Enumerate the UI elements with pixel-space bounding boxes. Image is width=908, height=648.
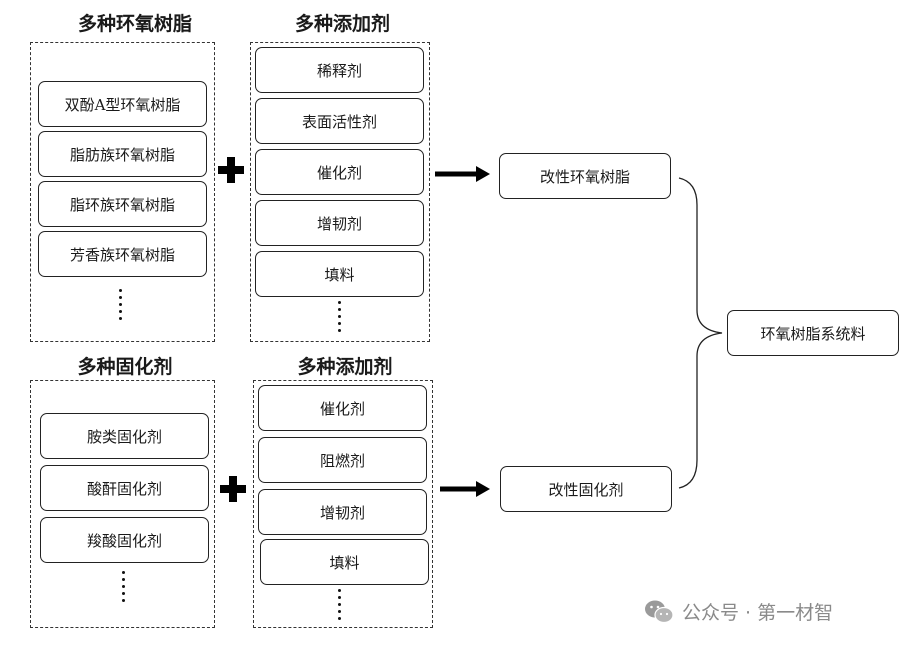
- curing-agents-title: 多种固化剂: [77, 356, 173, 378]
- curing-item-amine: 胺类固化剂: [40, 413, 209, 459]
- resin-item-aromatic: 芳香族环氧树脂: [38, 231, 207, 277]
- curing-item-anhydride: 酸酐固化剂: [40, 465, 209, 511]
- additive-top-catalyst: 催化剂: [255, 149, 424, 195]
- additive-top-filler: 填料: [255, 251, 424, 297]
- plus-icon-top: [218, 157, 244, 183]
- resins-more-dots: [119, 289, 123, 324]
- additive-top-surfactant: 表面活性剂: [255, 98, 424, 144]
- additives-bottom-more-dots: [338, 589, 342, 624]
- modified-resin-box: 改性环氧树脂: [499, 153, 671, 199]
- modified-curing-agent-box: 改性固化剂: [500, 466, 672, 512]
- curing-agents-group: 胺类固化剂 酸酐固化剂 羧酸固化剂: [30, 380, 215, 628]
- additive-bottom-flame-retardant: 阻燃剂: [258, 437, 427, 483]
- resin-item-cycloaliphatic: 脂环族环氧树脂: [38, 181, 207, 227]
- arrow-bottom: [440, 481, 490, 497]
- resin-item-aliphatic: 脂肪族环氧树脂: [38, 131, 207, 177]
- watermark-text: 公众号 · 第一材智: [682, 602, 834, 624]
- resin-item-bisphenol-a: 双酚A型环氧树脂: [38, 81, 207, 127]
- curing-more-dots: [122, 571, 126, 606]
- additive-bottom-toughener: 增韧剂: [258, 489, 427, 535]
- additives-top-group: 稀释剂 表面活性剂 催化剂 增韧剂 填料: [250, 42, 430, 342]
- resins-title: 多种环氧树脂: [77, 13, 192, 35]
- curing-item-carboxylic-acid: 羧酸固化剂: [40, 517, 209, 563]
- resins-group: 双酚A型环氧树脂 脂肪族环氧树脂 脂环族环氧树脂 芳香族环氧树脂: [30, 42, 215, 342]
- epoxy-system-box: 环氧树脂系统料: [727, 310, 899, 356]
- additive-top-toughener: 增韧剂: [255, 200, 424, 246]
- additives-top-title: 多种添加剂: [294, 13, 390, 35]
- additives-bottom-group: 催化剂 阻燃剂 增韧剂 填料: [253, 380, 433, 628]
- plus-icon-bottom: [220, 476, 246, 502]
- merge-brace: [678, 177, 723, 489]
- additives-bottom-title: 多种添加剂: [297, 356, 393, 378]
- additives-top-more-dots: [338, 301, 342, 336]
- additive-top-diluent: 稀释剂: [255, 47, 424, 93]
- additive-bottom-catalyst: 催化剂: [258, 385, 427, 431]
- additive-bottom-filler: 填料: [260, 539, 429, 585]
- wechat-icon: [645, 600, 674, 623]
- arrow-top: [435, 166, 490, 182]
- watermark: 公众号 · 第一材智: [644, 598, 833, 625]
